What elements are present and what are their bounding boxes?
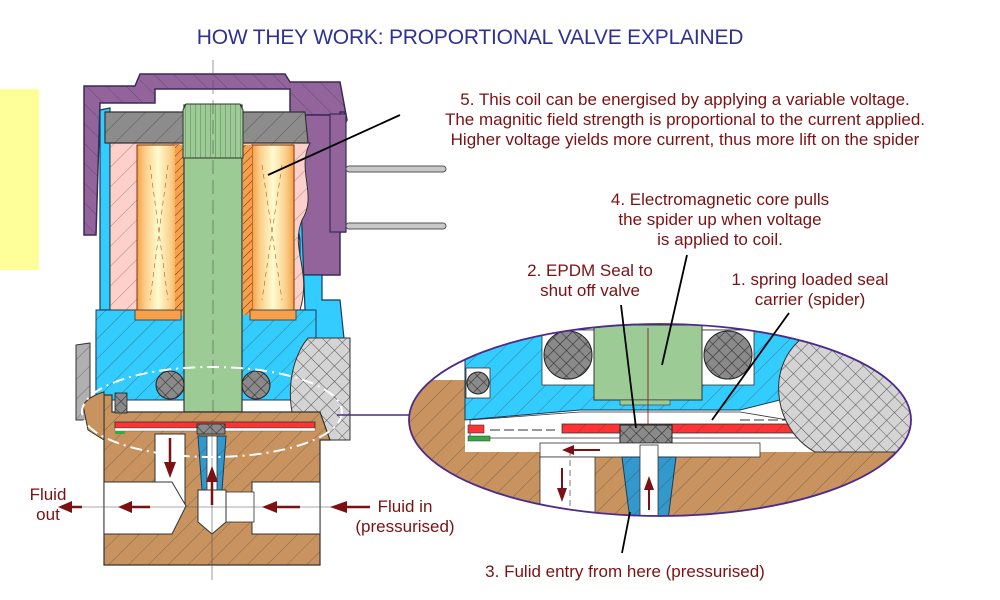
annotation-seal: 2. EPDM Seal to shut off valve xyxy=(520,261,660,301)
epdm-seal xyxy=(196,423,226,435)
annotation-entry-line1: 3. Fulid entry from here (pressurised) xyxy=(485,562,765,581)
detail-magnified-view xyxy=(408,323,912,517)
annotation-core: 4. Electromagnetic core pulls the spider… xyxy=(590,190,850,250)
annotation-coil: 5. This coil can be energised by applyin… xyxy=(430,90,940,150)
flow-arrows xyxy=(58,438,370,513)
annotation-coil-line2: The magnitic field strength is proportio… xyxy=(444,110,926,129)
o-ring-right xyxy=(241,370,271,400)
o-ring-left xyxy=(155,370,185,400)
annotation-core-line1: 4. Electromagnetic core pulls xyxy=(610,190,830,209)
coil-winding-right xyxy=(251,144,295,316)
annotation-seal-line2: shut off valve xyxy=(540,281,640,300)
annotation-fluid-out: Fluid out xyxy=(20,485,76,525)
annotation-seal-line1: 2. EPDM Seal to xyxy=(527,261,653,280)
leader-lines xyxy=(267,114,790,554)
annotation-spider: 1. spring loaded seal carrier (spider) xyxy=(715,270,905,310)
coil-winding-left xyxy=(136,144,180,316)
leader-seal xyxy=(620,304,637,429)
connector-pin-bottom xyxy=(345,222,447,230)
leader-spider xyxy=(711,312,790,421)
annotation-fluid-in: Fluid in (pressurised) xyxy=(350,497,460,537)
detail-epdm-seal xyxy=(619,424,673,444)
annotation-fluid-in-line1: Fluid in xyxy=(377,497,433,516)
annotation-fluid-out-line2: out xyxy=(36,505,60,524)
page-title: HOW THEY WORK: PROPORTIONAL VALVE EXPLAI… xyxy=(196,26,744,49)
annotation-core-line2: the spider up when voltage xyxy=(618,210,822,229)
annotation-fluid-in-line2: (pressurised) xyxy=(355,517,455,536)
leader-coil xyxy=(267,114,401,176)
annotation-entry: 3. Fulid entry from here (pressurised) xyxy=(470,562,780,582)
main-valve xyxy=(58,60,447,580)
annotation-coil-line1: 5. This coil can be energised by applyin… xyxy=(460,90,910,109)
leader-core xyxy=(661,254,688,366)
yellow-side-tab xyxy=(0,89,39,270)
leader-entry xyxy=(621,511,631,554)
annotation-fluid-out-line1: Fluid xyxy=(29,485,67,504)
annotation-spider-line1: 1. spring loaded seal xyxy=(731,270,889,289)
annotation-core-line3: is applied to coil. xyxy=(657,230,783,249)
detail-circle-outline xyxy=(408,323,912,517)
connector-pin-top xyxy=(345,165,447,173)
annotation-coil-line3: Higher voltage yields more current, thus… xyxy=(450,130,920,149)
annotation-spider-line2: carrier (spider) xyxy=(754,290,866,309)
